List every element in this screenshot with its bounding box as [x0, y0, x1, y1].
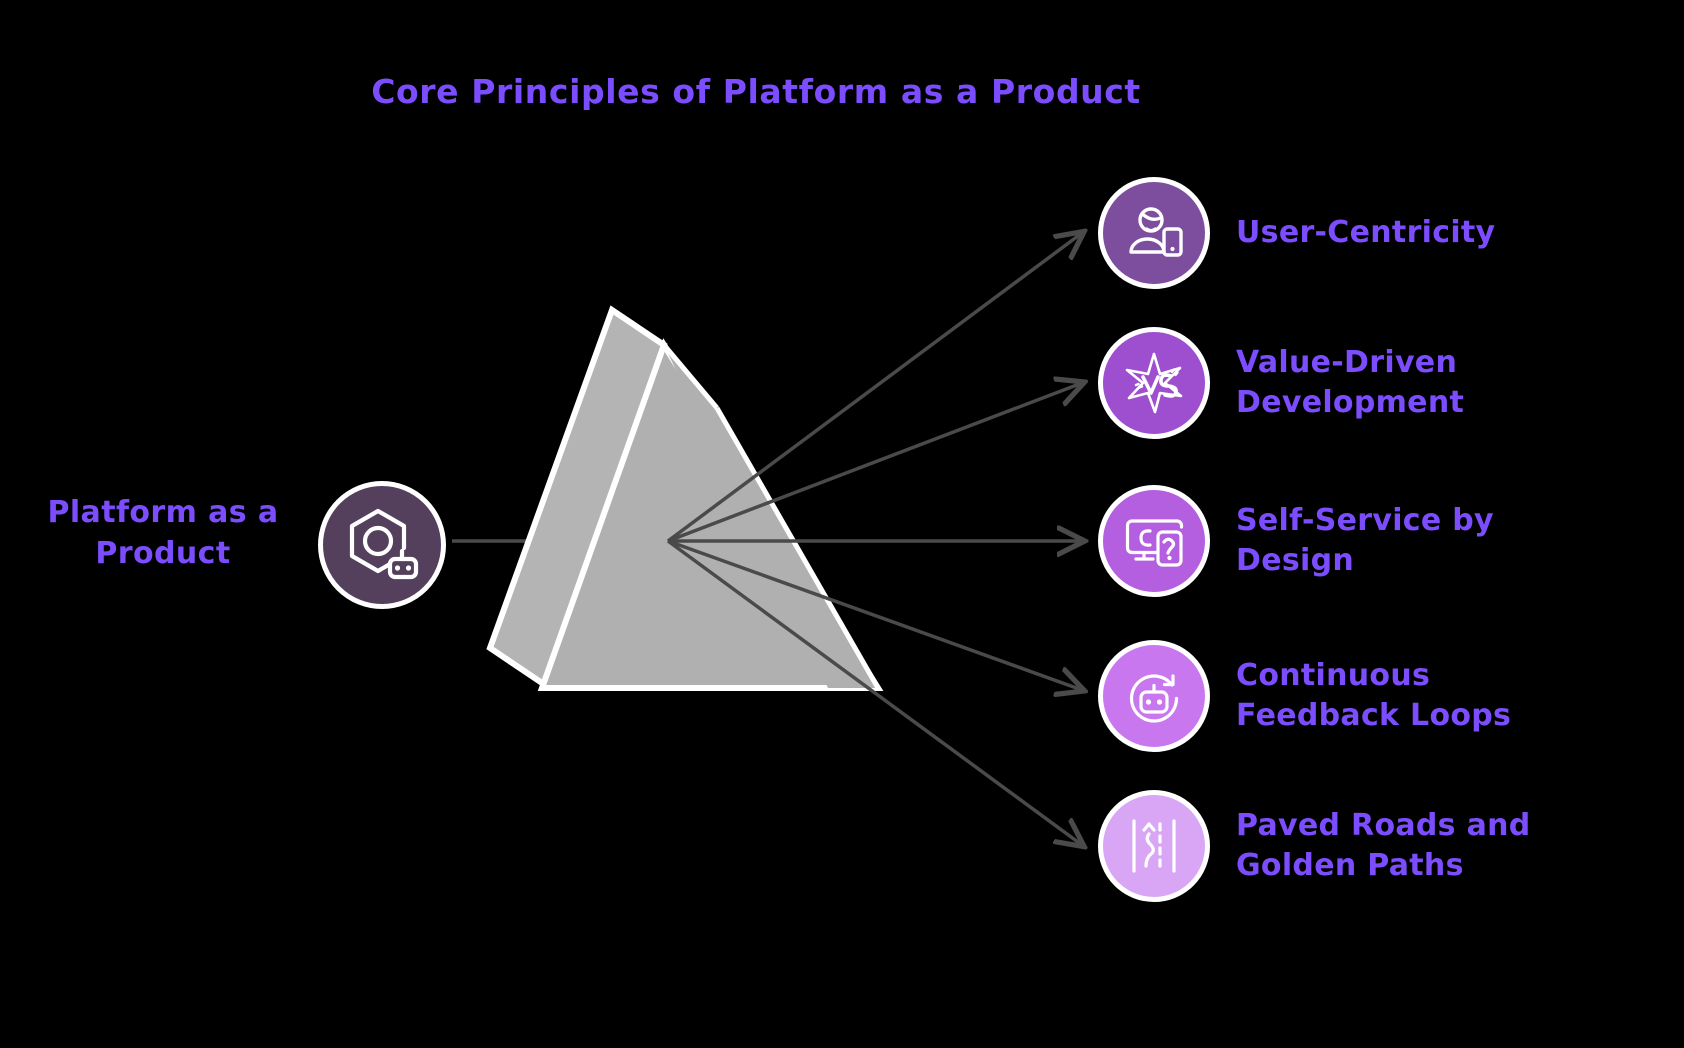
principle-icon-4[interactable]: [1098, 640, 1210, 752]
principle-icon-5[interactable]: [1098, 790, 1210, 902]
principle-item-user-centricity[interactable]: User-Centricity: [1098, 177, 1495, 289]
principle-item-value-driven-development[interactable]: Value-Driven Development: [1098, 327, 1536, 439]
page-title: Core Principles of Platform as a Product: [371, 72, 1141, 111]
principle-label-1: User-Centricity: [1236, 215, 1496, 251]
ray-5: [666, 539, 1082, 845]
principle-label-2: Value-Driven Development: [1236, 345, 1465, 420]
principle-label-4: Continuous Feedback Loops: [1236, 658, 1512, 733]
vs-starburst-icon: [1121, 350, 1187, 416]
principle-item-self-service-by-design[interactable]: Self-Service by Design: [1098, 485, 1536, 597]
hexagon-nut-robot-icon: [340, 501, 424, 589]
robot-refresh-loop-icon: [1120, 662, 1188, 730]
user-with-phone-icon: [1120, 199, 1188, 267]
dispersed-rays: [666, 233, 1082, 845]
source-icon-circle[interactable]: [318, 481, 446, 609]
monitor-and-mobile-icon: [1120, 507, 1188, 575]
principle-icon-2[interactable]: [1098, 327, 1210, 439]
ray-4: [667, 539, 1082, 690]
prism-top-edge: [662, 343, 881, 690]
principle-icon-1[interactable]: [1098, 177, 1210, 289]
source-label-line1: Platform as a: [47, 495, 279, 530]
principle-icon-3[interactable]: [1098, 485, 1210, 597]
source-label: Platform as a Product: [22, 492, 304, 575]
principle-item-continuous-feedback-loops[interactable]: Continuous Feedback Loops: [1098, 640, 1536, 752]
road-arrow-icon: [1120, 812, 1188, 880]
principle-label-3: Self-Service by Design: [1236, 503, 1494, 578]
principle-item-paved-roads-and-golden-paths[interactable]: Paved Roads and Golden Paths: [1098, 790, 1536, 902]
ray-1: [666, 233, 1082, 543]
principle-label-5: Paved Roads and Golden Paths: [1236, 808, 1531, 883]
ray-2: [667, 383, 1082, 543]
source-label-line2: Product: [95, 536, 231, 572]
